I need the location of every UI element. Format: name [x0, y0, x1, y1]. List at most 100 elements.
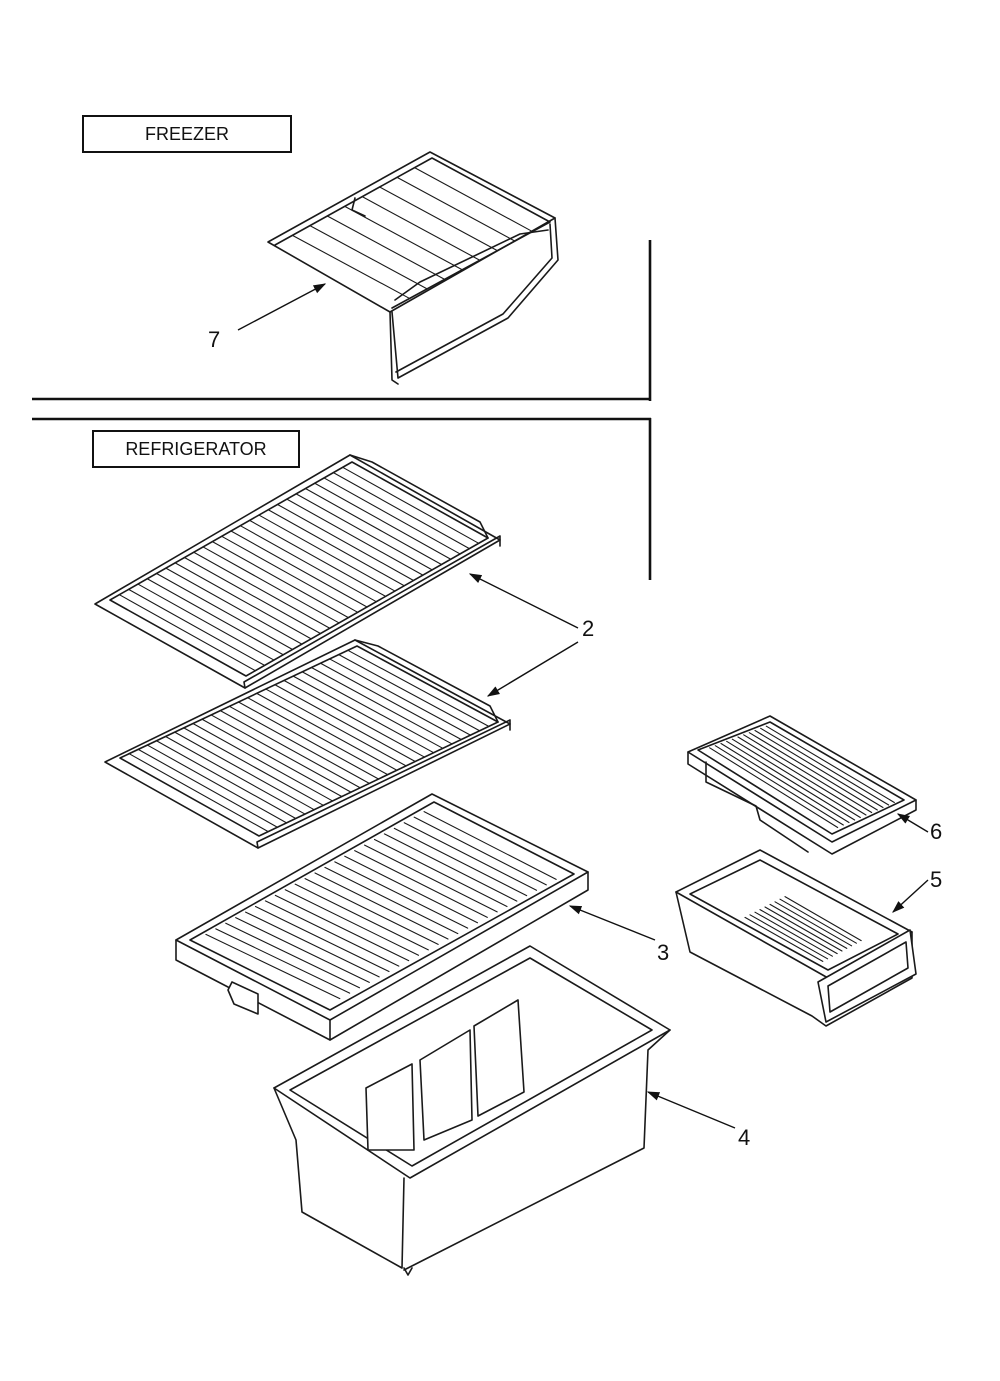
shelf-rung [249, 519, 387, 597]
shelf-rung [754, 729, 884, 809]
shelf-rung [267, 509, 405, 587]
shelf-rung [274, 894, 410, 962]
shelf-rung [215, 928, 351, 994]
meat-pan-icon [675, 849, 917, 1027]
shelf-rung [265, 688, 407, 767]
callout-7: 7 [208, 327, 221, 352]
shelf-rung [344, 855, 479, 924]
shelf-rung [254, 905, 390, 973]
shelf-rung [760, 727, 890, 806]
shelf-rung [155, 740, 297, 820]
shelf-rung [383, 833, 518, 902]
shelf-rung [137, 583, 275, 661]
shelf-rung [754, 911, 833, 957]
shelf-rung [324, 866, 459, 935]
shelf-rung [128, 588, 266, 666]
shelf-rung [393, 827, 528, 897]
shelf-rung [364, 844, 498, 913]
section-divider-lines [32, 240, 652, 580]
shelf-rung [228, 705, 370, 784]
shelf-rung [165, 735, 306, 815]
shelf-rung [201, 718, 343, 798]
leader-arrow [237, 283, 327, 331]
shelf-rung [286, 498, 424, 576]
shelf-rung [221, 535, 359, 613]
shelf-rung [413, 816, 547, 886]
shelf-rung [423, 811, 557, 880]
shelf-rung [174, 562, 312, 640]
shelf-rung [709, 747, 839, 829]
shelf-rung [225, 922, 361, 989]
shelf-rung [245, 911, 380, 978]
shelf-rung [304, 878, 439, 945]
shelf-rung [165, 567, 303, 645]
shelf-rung [731, 738, 861, 819]
shelf-rung [258, 514, 396, 592]
shelf-rung [118, 594, 256, 672]
callout-6: 6 [930, 819, 943, 844]
shelf-rung [219, 710, 361, 789]
shelf-rung [759, 909, 838, 955]
shelf-rung [720, 742, 850, 824]
shelf-rung [264, 900, 400, 967]
shelf-rung [743, 734, 873, 814]
shelf-rung [256, 692, 398, 771]
crisper-cover-icon [175, 793, 589, 1041]
shelf-rung [329, 658, 471, 736]
shelf-rung [774, 901, 853, 947]
shelf-rung [294, 883, 429, 951]
shelf-rung [396, 176, 516, 242]
shelf-rung [274, 684, 416, 763]
shelf-rung [202, 546, 340, 624]
shelf-rung [235, 917, 370, 983]
shelf-rung [334, 861, 469, 929]
freezer-label-text: FREEZER [144, 123, 229, 144]
shelf-rung [310, 666, 453, 745]
callout-4: 4 [738, 1125, 751, 1150]
shelf-rung [344, 205, 463, 271]
freezer-section-label: FREEZER [82, 115, 292, 153]
leader-arrow [486, 641, 579, 697]
shelf-rung [726, 740, 856, 821]
shelf-rung [239, 525, 377, 603]
shelf-rung [211, 541, 349, 619]
callout-3: 3 [657, 940, 670, 965]
shelf-rung [230, 530, 368, 608]
shelf-rung [183, 556, 322, 635]
shelf-rung [146, 744, 288, 824]
shelf-rung [373, 838, 508, 908]
refrigerator-wire-shelf-icon [104, 639, 511, 849]
shelf-rung [338, 654, 481, 732]
leader-arrow [468, 573, 579, 629]
shelf-rung [128, 753, 269, 833]
shelf-rung [764, 906, 843, 952]
shelf-rung [354, 850, 488, 918]
shelf-rung [326, 215, 446, 280]
shelf-rung [784, 896, 862, 942]
refrigerator-section-label: REFRIGERATOR [92, 430, 300, 468]
leader-arrow [568, 905, 656, 941]
leader-arrow [646, 1091, 736, 1129]
shelf-rung [744, 916, 824, 962]
shelf-rung [779, 898, 857, 944]
shelf-rung [283, 679, 426, 758]
shelf-rung [332, 472, 470, 550]
callout-2: 2 [582, 616, 595, 641]
shelf-rung [146, 578, 284, 656]
shelf-rung [319, 662, 462, 741]
shelf-rung [748, 732, 878, 811]
shelf-rung [155, 572, 294, 651]
shelf-rung [309, 225, 428, 290]
shelf-rung [314, 872, 449, 940]
leader-arrow [892, 879, 929, 913]
refrigerator-label-text: REFRIGERATOR [125, 438, 267, 459]
shelf-rung [237, 701, 380, 780]
shelf-rung [276, 503, 415, 582]
shelf-rung [193, 551, 331, 629]
meat-pan-cover-icon [687, 715, 917, 855]
shelf-rung [291, 234, 411, 299]
leader-arrows [237, 283, 929, 1129]
shelf-rung [361, 196, 481, 261]
shelf-rung [137, 748, 278, 828]
